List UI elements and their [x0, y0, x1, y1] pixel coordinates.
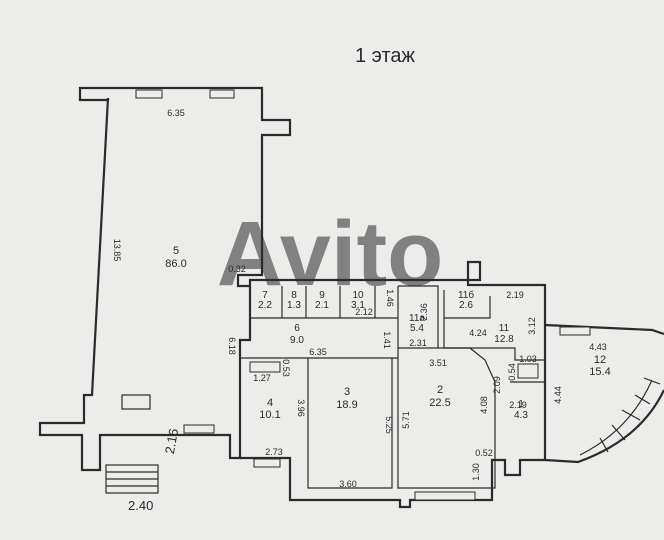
dimension-label: 0.53: [281, 359, 291, 377]
closet-box: [517, 363, 539, 379]
dimension-label: 13.85: [112, 239, 122, 262]
room-2-number: 2: [437, 384, 443, 396]
dimension-label: 1.03: [519, 354, 537, 364]
dimension-label: 2.09: [492, 376, 502, 394]
room-5-number: 5: [173, 245, 179, 257]
dimension-label: 2.19: [509, 400, 527, 410]
room-12-area: 15.4: [589, 366, 610, 378]
entrance-stairs: [105, 394, 159, 494]
dimension-label: 4.44: [553, 386, 563, 404]
room-11a-area: 5.4: [410, 323, 424, 334]
room-7-area: 2.2: [258, 300, 272, 311]
dimension-label: 3.12: [527, 317, 537, 335]
dimension-label: 2.12: [355, 307, 373, 317]
window-room12: [559, 326, 591, 336]
room-11b-number: 11б: [458, 289, 474, 301]
dimension-label: 3.51: [429, 358, 447, 368]
dimension-label: 5.25: [384, 416, 394, 434]
watermark-text: Avito: [217, 203, 444, 305]
room-6-area: 9.0: [290, 335, 304, 346]
window-room2: [414, 491, 476, 501]
room-4-area: 10.1: [259, 409, 280, 421]
left-wall: [38, 97, 242, 472]
dimension-label: 5.71: [401, 411, 411, 429]
window-hall-north-1: [135, 89, 163, 99]
window-room4: [253, 458, 281, 468]
room-1-number: 1: [518, 399, 524, 410]
window-hall-north-2: [209, 89, 235, 99]
dimension-label: 6.35: [167, 108, 185, 118]
dimension-label: 0.52: [475, 448, 493, 458]
room-11-number: 11: [499, 323, 510, 334]
dimension-label-handwritten: 2.16: [162, 427, 181, 455]
dimension-label: 3.96: [296, 399, 306, 417]
dimension-label: 2.73: [265, 447, 283, 457]
room-11-area: 12.8: [494, 334, 514, 345]
room-10-area: 3.1: [351, 300, 365, 311]
dimension-label: 4.08: [479, 396, 489, 414]
room-9-number: 9: [319, 290, 325, 301]
room-4-number: 4: [267, 397, 273, 409]
dimension-label: 1.30: [471, 463, 481, 481]
room-3-area: 18.9: [336, 399, 357, 411]
dimension-labels: 6.35 13.85 0.32 6.18 6.35 1.41 1.27 0.53…: [112, 108, 607, 513]
wall-11: [443, 318, 545, 361]
room-6-number: 6: [294, 323, 300, 334]
interior-walls: [240, 285, 545, 489]
stair-rail: [249, 361, 281, 373]
room-3-number: 3: [344, 386, 350, 398]
dimension-label: 6.35: [309, 347, 327, 357]
dimension-label-handwritten: 2.40: [128, 498, 153, 513]
room-11b-area: 2.6: [459, 300, 473, 311]
room-labels: 1 4.3 2 22.5 3 18.9 4 10.1 5 86.0 6 9.0 …: [165, 245, 610, 421]
bay-inner: [579, 377, 661, 456]
dimension-label: 1.46: [385, 289, 395, 307]
wall-room3: [307, 358, 393, 489]
room-8-number: 8: [291, 290, 297, 301]
dimension-label: 2.36: [419, 303, 429, 321]
room-11a-number: 11a: [409, 313, 425, 324]
room-2-area: 22.5: [429, 397, 450, 409]
room-7-number: 7: [262, 290, 268, 301]
dimension-label: 1.41: [382, 331, 392, 349]
room-9-area: 2.1: [315, 300, 329, 311]
room-8-area: 1.3: [287, 300, 301, 311]
dimension-label: 4.43: [589, 342, 607, 352]
dimension-label: 0.54: [507, 363, 517, 381]
dimension-label: 4.24: [469, 328, 487, 338]
window-hall-south: [183, 424, 215, 434]
dimension-label: 6.18: [227, 337, 237, 355]
room-1-area: 4.3: [514, 410, 528, 421]
dimension-label: 0.32: [228, 264, 246, 274]
room-12-number: 12: [594, 354, 606, 366]
dimension-label: 2.31: [409, 338, 427, 348]
floor-title: 1 этаж: [355, 45, 416, 67]
wall-11b: [443, 290, 491, 319]
room-10-number: 10: [352, 290, 364, 301]
dimension-label: 3.60: [339, 479, 357, 489]
wall-11a: [398, 285, 439, 348]
room-5-area: 86.0: [165, 258, 186, 270]
south-wall: [238, 260, 547, 509]
landing-window: [121, 394, 151, 410]
dimension-label: 1.27: [253, 373, 271, 383]
dimension-label: 2.19: [506, 290, 524, 300]
windows: [135, 89, 591, 501]
hall-wall: [78, 86, 292, 288]
